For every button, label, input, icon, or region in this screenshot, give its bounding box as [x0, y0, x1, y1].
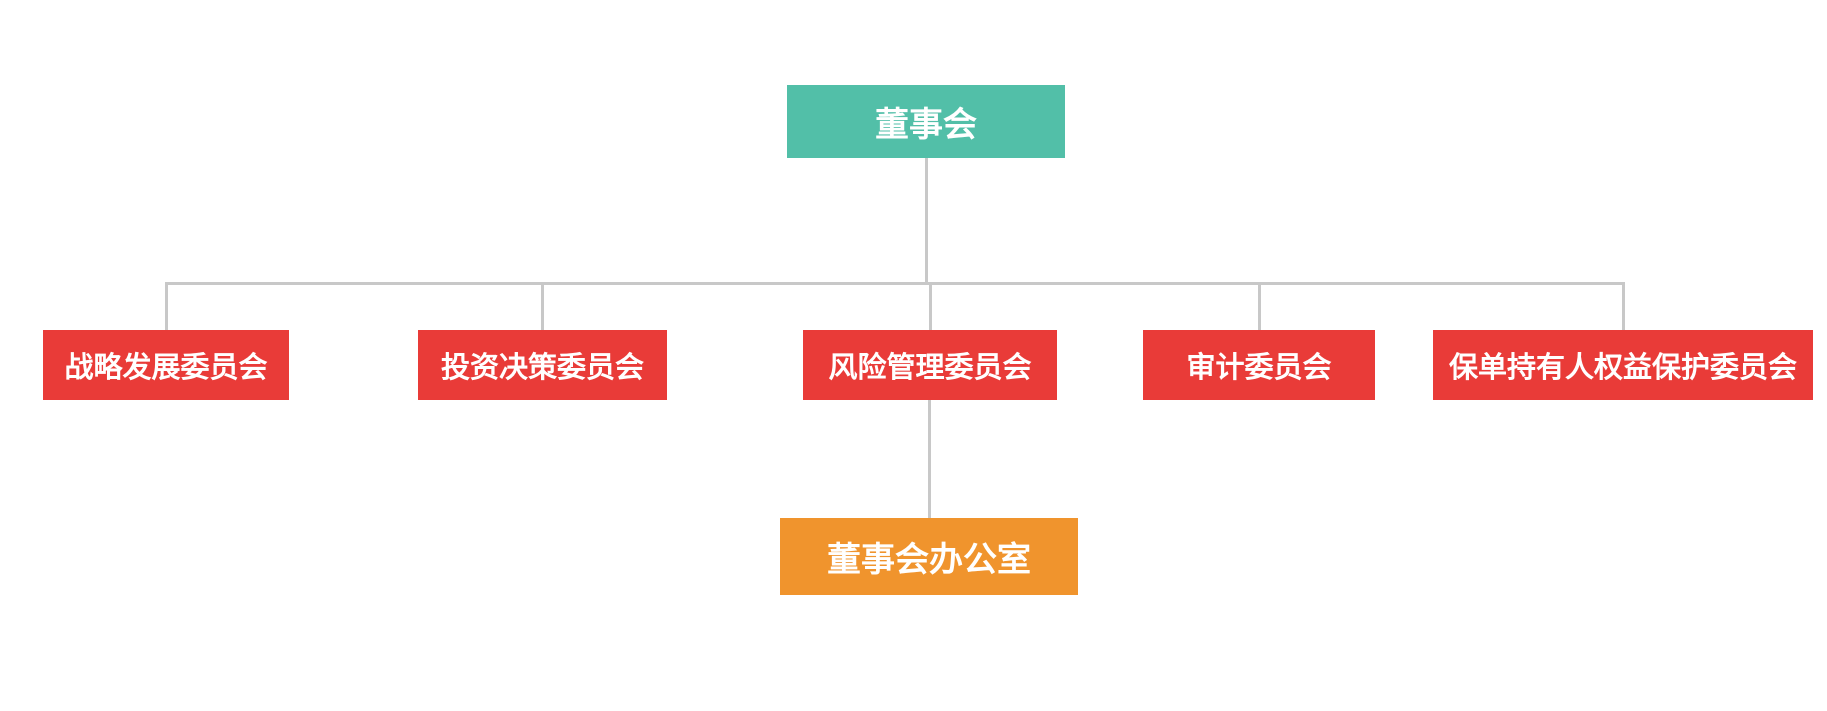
org-node-label: 审计委员会	[1186, 352, 1332, 384]
org-node-investment-committee: 投资决策委员会	[418, 330, 667, 400]
org-node-label: 董事会	[875, 106, 977, 144]
connector-drop-policyholder	[1621, 282, 1625, 330]
connector-drop-risk	[928, 282, 932, 330]
org-node-label: 战略发展委员会	[64, 352, 268, 384]
connector-root-stem	[924, 158, 928, 285]
org-node-label: 投资决策委员会	[440, 352, 644, 384]
connector-drop-audit	[1257, 282, 1261, 330]
org-node-label: 风险管理委员会	[828, 352, 1032, 384]
org-node-board-office: 董事会办公室	[780, 518, 1078, 595]
org-node-label: 董事会办公室	[827, 541, 1031, 579]
connector-office-stem	[927, 400, 931, 518]
connector-rail	[164, 282, 1625, 285]
org-node-strategy-committee: 战略发展委员会	[43, 330, 289, 400]
org-node-risk-committee: 风险管理委员会	[803, 330, 1057, 400]
org-node-label: 保单持有人权益保护委员会	[1448, 352, 1797, 384]
org-node-policyholder-committee: 保单持有人权益保护委员会	[1433, 330, 1813, 400]
connector-drop-investment	[541, 282, 544, 330]
connector-drop-strategy	[164, 282, 168, 330]
org-node-audit-committee: 审计委员会	[1143, 330, 1375, 400]
org-node-board: 董事会	[787, 85, 1065, 158]
